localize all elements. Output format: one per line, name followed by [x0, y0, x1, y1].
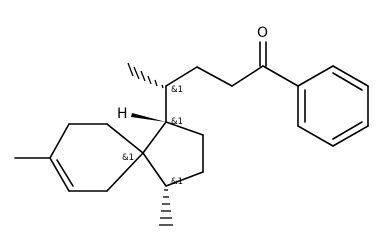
hydrogen-atom-label: H	[117, 106, 128, 122]
chain-bond-carbonyl-ch2	[231, 65, 264, 87]
hashed-wedge-methyl	[127, 62, 164, 89]
phenyl-ring	[262, 65, 369, 147]
stereo-label-ring-c4: &1	[171, 177, 183, 187]
bold-wedge-hydrogen	[131, 113, 166, 122]
hashed-wedge-ring-methyl	[159, 189, 173, 226]
chain-bond-ch2-ch2	[196, 66, 233, 87]
stereo-label-spiro-center: &1	[122, 153, 134, 163]
stereo-label-side-chain: &1	[171, 85, 183, 95]
cyclopentane-ring	[142, 121, 204, 187]
oxygen-atom-label: O	[257, 25, 268, 41]
stereo-label-ring-c1: &1	[171, 117, 183, 127]
cyclohexene-ring	[49, 123, 144, 192]
chain-bond-ch2-stereocenter	[165, 66, 198, 87]
